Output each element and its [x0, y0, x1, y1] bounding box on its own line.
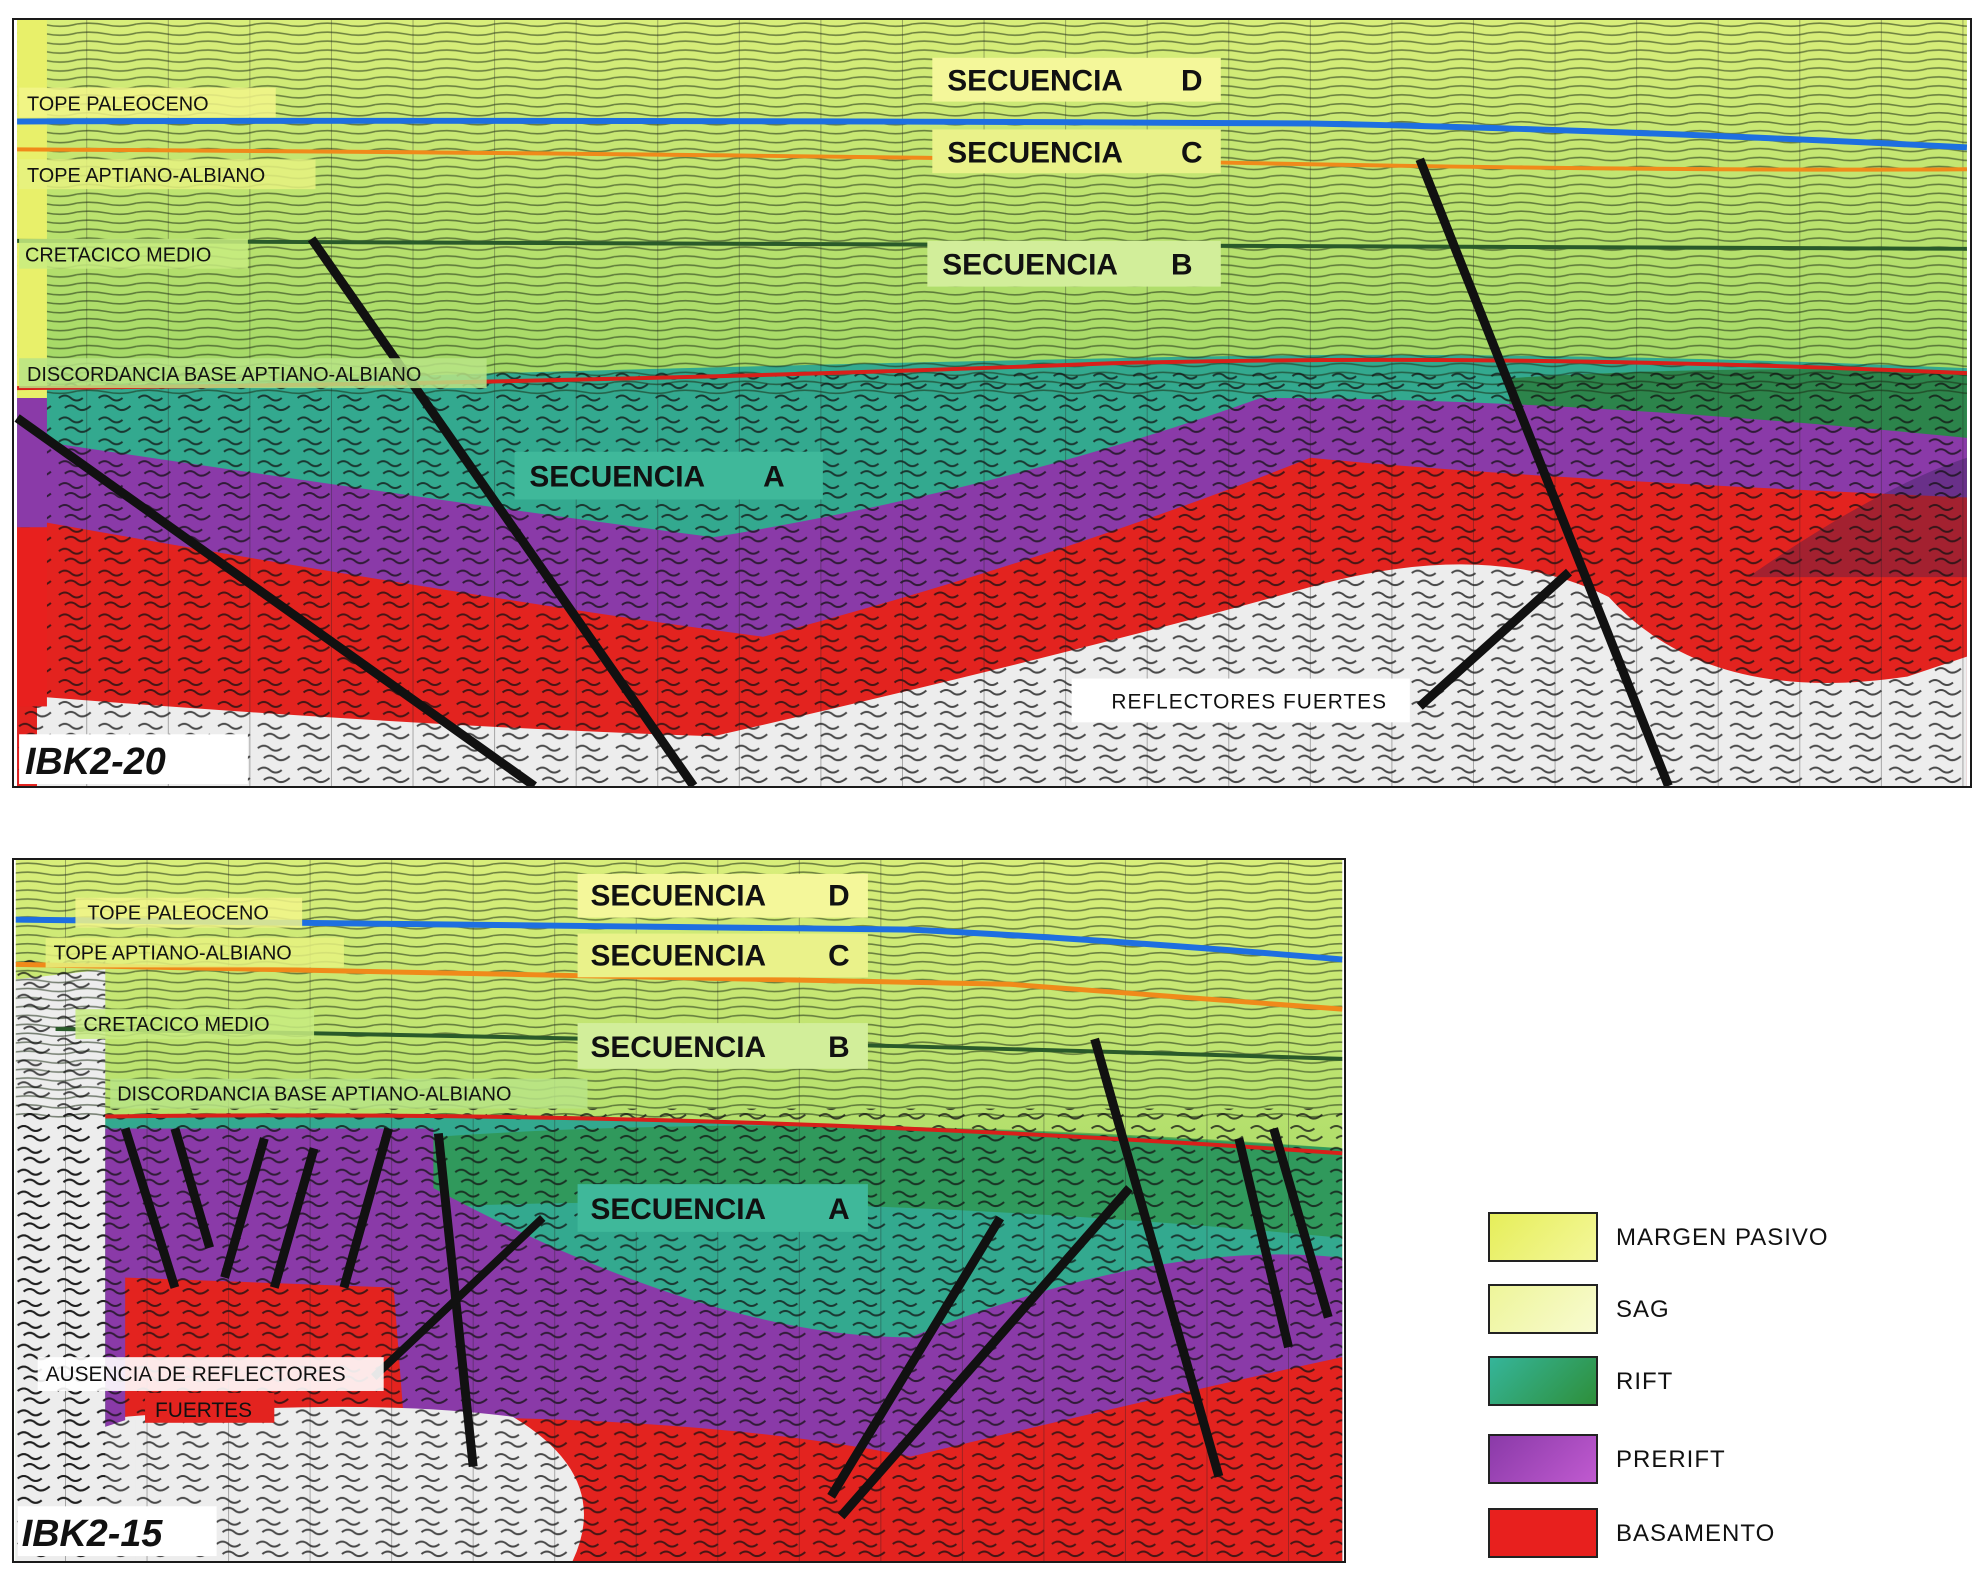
sequence-d-label: SECUENCIA D: [932, 57, 1221, 102]
svg-text:TOPE APTIANO-ALBIANO: TOPE APTIANO-ALBIANO: [27, 165, 265, 187]
legend-swatch: [1488, 1284, 1598, 1334]
legend-swatch: [1488, 1508, 1598, 1558]
svg-text:AUSENCIA DE REFLECTORES: AUSENCIA DE REFLECTORES: [46, 1363, 346, 1386]
pointer-arrow: [371, 1215, 546, 1380]
sequence-a-label: SECUENCIA A: [514, 451, 823, 500]
svg-text:SECUENCIA: SECUENCIA: [942, 249, 1118, 282]
section-name-ibk2-15: IBK2-15: [17, 1506, 217, 1557]
label-cretacico-medio: CRETACICO MEDIO: [19, 238, 248, 269]
legend-item-margen-pasivo: MARGEN PASIVO: [1488, 1212, 1908, 1272]
horizon-tope-paleoceno: [17, 117, 1968, 151]
svg-text:CRETACICO MEDIO: CRETACICO MEDIO: [83, 1014, 269, 1036]
legend-label: MARGEN PASIVO: [1616, 1224, 1829, 1251]
legend-label: PRERIFT: [1616, 1446, 1726, 1473]
svg-text:CRETACICO MEDIO: CRETACICO MEDIO: [25, 245, 211, 267]
note-reflectores-fuertes: REFLECTORES FUERTES: [1071, 678, 1410, 723]
svg-text:SECUENCIA: SECUENCIA: [591, 880, 767, 913]
sequence-b-label: SECUENCIA B: [577, 1023, 868, 1069]
svg-text:SECUENCIA: SECUENCIA: [529, 461, 705, 494]
svg-text:A: A: [763, 461, 785, 494]
fault-line: [14, 414, 537, 786]
label-discordancia: DISCORDANCIA BASE APTIANO-ALBIANO: [110, 1078, 588, 1109]
svg-text:SECUENCIA: SECUENCIA: [591, 1193, 767, 1226]
fault-line: [1415, 157, 1673, 786]
svg-text:FUERTES: FUERTES: [155, 1399, 252, 1422]
svg-text:D: D: [1181, 65, 1203, 98]
legend-swatch: [1488, 1356, 1598, 1406]
svg-text:C: C: [1181, 136, 1203, 169]
section-name-ibk2-20: IBK2-20: [19, 734, 248, 785]
svg-text:D: D: [828, 880, 850, 913]
label-tope-paleoceno: TOPE PALEOCENO: [75, 897, 303, 928]
svg-text:TOPE PALEOCENO: TOPE PALEOCENO: [87, 903, 269, 925]
seismic-section-ibk2-20: TOPE PALEOCENO TOPE APTIANO-ALBIANO CRET…: [12, 18, 1972, 788]
svg-text:SECUENCIA: SECUENCIA: [591, 1031, 767, 1064]
pointer-arrow: [1416, 568, 1572, 710]
legend-item-basamento: BASAMENTO: [1488, 1508, 1908, 1568]
svg-text:SECUENCIA: SECUENCIA: [947, 136, 1123, 169]
legend-label: BASAMENTO: [1616, 1520, 1776, 1547]
fault-line: [307, 236, 698, 786]
horizon-tope-aptiano-albiano: [15, 961, 1343, 1012]
svg-text:DISCORDANCIA BASE APTIANO-ALBI: DISCORDANCIA BASE APTIANO-ALBIANO: [117, 1084, 511, 1106]
svg-text:SECUENCIA: SECUENCIA: [947, 65, 1123, 98]
seismic-section-ibk2-15: TOPE PALEOCENO TOPE APTIANO-ALBIANO CRET…: [12, 858, 1346, 1563]
sequence-c-label: SECUENCIA C: [932, 129, 1221, 174]
svg-text:SECUENCIA: SECUENCIA: [591, 939, 767, 972]
sequence-d-label: SECUENCIA D: [577, 873, 868, 918]
legend-swatch: [1488, 1212, 1598, 1262]
svg-text:C: C: [828, 939, 850, 972]
svg-text:IBK2-20: IBK2-20: [25, 741, 166, 783]
legend-swatch: [1488, 1434, 1598, 1484]
label-tope-aptiano-albiano: TOPE APTIANO-ALBIANO: [45, 937, 344, 968]
sequence-c-label: SECUENCIA C: [577, 933, 868, 978]
legend-item-rift: RIFT: [1488, 1356, 1908, 1416]
svg-text:B: B: [828, 1031, 850, 1064]
svg-text:IBK2-15: IBK2-15: [22, 1513, 164, 1555]
label-tope-aptiano-albiano: TOPE APTIANO-ALBIANO: [19, 159, 316, 190]
label-tope-paleoceno: TOPE PALEOCENO: [19, 87, 276, 118]
note-ausencia-reflectores: AUSENCIA DE REFLECTORES FUERTES: [37, 1357, 384, 1423]
legend-item-prerift: PRERIFT: [1488, 1434, 1908, 1494]
label-cretacico-medio: CRETACICO MEDIO: [75, 1009, 315, 1039]
svg-text:REFLECTORES FUERTES: REFLECTORES FUERTES: [1111, 690, 1387, 713]
horizon-discordancia: [105, 1113, 1343, 1156]
svg-text:A: A: [828, 1193, 850, 1226]
svg-text:TOPE APTIANO-ALBIANO: TOPE APTIANO-ALBIANO: [54, 942, 292, 964]
svg-text:TOPE PALEOCENO: TOPE PALEOCENO: [27, 94, 209, 116]
svg-text:DISCORDANCIA BASE APTIANO-ALBI: DISCORDANCIA BASE APTIANO-ALBIANO: [27, 364, 421, 386]
label-discordancia: DISCORDANCIA BASE APTIANO-ALBIANO: [19, 358, 487, 389]
sequence-a-label: SECUENCIA A: [577, 1184, 868, 1232]
sequence-b-label: SECUENCIA B: [927, 240, 1221, 287]
legend-label: SAG: [1616, 1296, 1670, 1323]
legend-label: RIFT: [1616, 1368, 1674, 1395]
legend-item-sag: SAG: [1488, 1284, 1908, 1344]
svg-text:B: B: [1171, 249, 1193, 282]
